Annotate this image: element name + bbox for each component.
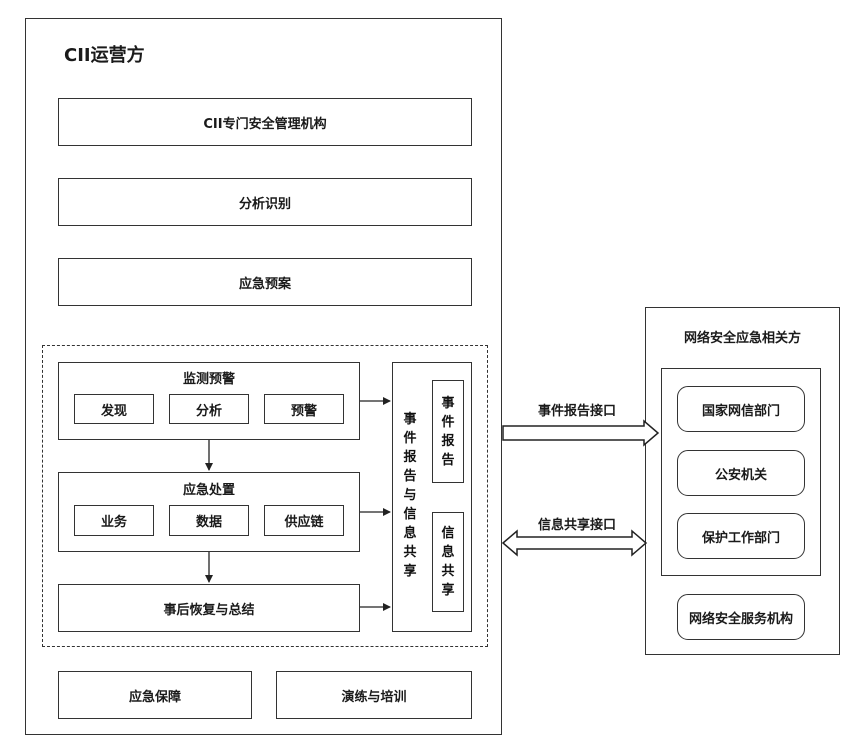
recovery-box xyxy=(58,584,360,632)
info-sub-char: 共 xyxy=(441,564,455,579)
recovery-label: 事后恢复与总结 xyxy=(163,602,255,618)
cii-operator-title: CII运营方 xyxy=(64,45,145,66)
monitor-item-analysis xyxy=(169,394,249,424)
analysis-label: 分析识别 xyxy=(238,196,291,212)
party-police xyxy=(677,450,805,496)
report-interface-arrow xyxy=(502,419,660,447)
response-item-data xyxy=(169,505,249,536)
sharing-title-char: 与 xyxy=(403,487,417,503)
report-sub-char: 报 xyxy=(441,433,455,449)
response-item-supply-chain xyxy=(264,505,344,536)
info-sub-char: 息 xyxy=(441,545,455,560)
info-sub-char: 享 xyxy=(441,583,455,598)
analysis-box xyxy=(58,178,472,226)
info-sub-label: 信息共享 xyxy=(432,512,464,612)
sharing-title-char: 件 xyxy=(403,430,417,446)
monitor-title: 监测预警 xyxy=(182,371,235,387)
monitor-item-warning-label: 预警 xyxy=(290,403,317,419)
share-interface-label: 信息共享接口 xyxy=(537,517,616,533)
guarantee-label: 应急保障 xyxy=(128,689,181,705)
sharing-title-char: 事 xyxy=(403,411,417,427)
party-service-label: 网络安全服务机构 xyxy=(688,611,793,627)
mgmt-box xyxy=(58,98,472,146)
sharing-title-char: 报 xyxy=(403,449,417,465)
info-sub-box xyxy=(432,512,464,612)
response-item-data-label: 数据 xyxy=(195,515,222,530)
monitor-item-discover-label: 发现 xyxy=(100,403,127,419)
response-region xyxy=(42,345,488,647)
party-service xyxy=(677,594,805,640)
party-cac xyxy=(677,386,805,432)
party-protection-label: 保护工作部门 xyxy=(701,530,780,546)
party-protection xyxy=(677,513,805,559)
drill-label: 演练与培训 xyxy=(341,689,407,705)
report-interface-label: 事件报告接口 xyxy=(537,403,616,419)
sharing-title: 事件报告与信息共享 xyxy=(398,412,422,579)
sharing-title-char: 告 xyxy=(403,468,417,484)
plan-label: 应急预案 xyxy=(238,276,291,292)
monitor-item-analysis-label: 分析 xyxy=(195,403,222,419)
report-sub-label: 事件报告 xyxy=(432,380,464,483)
info-sub-char: 信 xyxy=(441,526,455,541)
drill-box xyxy=(276,671,472,719)
monitor-item-discover xyxy=(74,394,154,424)
guarantee-box xyxy=(58,671,252,719)
monitor-item-warning xyxy=(264,394,344,424)
response-item-business-label: 业务 xyxy=(100,515,127,530)
parties-title: 网络安全应急相关方 xyxy=(683,330,801,346)
report-sub-box xyxy=(432,380,464,483)
response-title: 应急处置 xyxy=(182,482,235,498)
sharing-title-char: 享 xyxy=(403,563,417,579)
sharing-title-char: 信 xyxy=(403,506,417,522)
party-police-label: 公安机关 xyxy=(714,467,767,483)
share-interface-arrow xyxy=(501,529,648,557)
mgmt-label: CII专门安全管理机构 xyxy=(203,116,327,132)
report-sub-char: 告 xyxy=(441,452,455,468)
sharing-title-char: 息 xyxy=(403,525,417,541)
response-item-business xyxy=(74,505,154,536)
plan-box xyxy=(58,258,472,306)
report-sub-char: 事 xyxy=(441,395,455,411)
party-cac-label: 国家网信部门 xyxy=(701,403,780,419)
sharing-title-char: 共 xyxy=(403,544,417,560)
report-sub-char: 件 xyxy=(441,414,455,430)
response-item-supply-chain-label: 供应链 xyxy=(284,515,324,530)
